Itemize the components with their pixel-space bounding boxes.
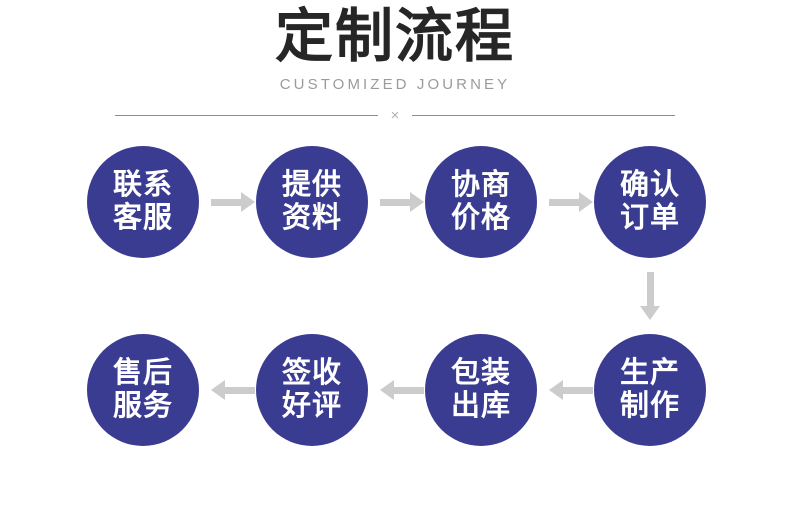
- page-subtitle: CUSTOMIZED JOURNEY: [279, 76, 511, 93]
- flow-node-label-line2: 资料: [281, 202, 342, 234]
- flow-node-label-line2: 制作: [619, 390, 680, 422]
- flow-node-label-line2: 订单: [619, 202, 680, 234]
- flow-node-contact-service[interactable]: 联系 客服: [87, 146, 199, 258]
- flow-node-negotiate-price[interactable]: 协商 价格: [425, 146, 537, 258]
- divider-cross-icon: ×: [390, 106, 400, 124]
- flow-node-provide-materials[interactable]: 提供 资料: [256, 146, 368, 258]
- divider-line-left: [115, 114, 378, 116]
- arrow-head: [380, 380, 394, 400]
- flow-node-packaging-shipping[interactable]: 包装 出库: [425, 334, 537, 446]
- header: 定制流程 CUSTOMIZED JOURNEY: [0, 0, 790, 96]
- arrow-head: [579, 192, 593, 212]
- flow-node-after-sales-service[interactable]: 售后 服务: [87, 334, 199, 446]
- flow-node-confirm-order[interactable]: 确认 订单: [594, 146, 706, 258]
- flow-node-label-line2: 客服: [112, 202, 173, 234]
- page-title: 定制流程: [274, 4, 515, 69]
- flow-node-label-line1: 协商: [450, 169, 511, 201]
- arrow-shaft: [211, 198, 241, 206]
- arrow-head: [211, 380, 225, 400]
- flow-node-label-line1: 联系: [112, 169, 173, 201]
- flow-node-production[interactable]: 生产 制作: [594, 334, 706, 446]
- arrow-left-icon-2: [380, 380, 424, 400]
- arrow-right-icon-3: [549, 192, 593, 212]
- flow-node-label-line1: 签收: [281, 357, 342, 389]
- arrow-shaft: [646, 272, 654, 306]
- flow-node-sign-and-review[interactable]: 签收 好评: [256, 334, 368, 446]
- arrow-shaft: [380, 198, 410, 206]
- arrow-head: [640, 306, 660, 320]
- flow-node-label-line2: 出库: [450, 390, 511, 422]
- arrow-left-icon-3: [549, 380, 593, 400]
- flow-node-label-line1: 包装: [450, 357, 511, 389]
- flow-row-1: 联系 客服 提供 资料 协商 价格 确认 订单: [0, 146, 790, 258]
- arrow-right-icon-2: [380, 192, 424, 212]
- flow-node-label-line2: 好评: [281, 390, 342, 422]
- flow-node-label-line2: 价格: [450, 202, 511, 234]
- flow-node-label-line1: 生产: [619, 357, 680, 389]
- arrow-down-icon: [640, 272, 660, 320]
- arrow-head: [241, 192, 255, 212]
- arrow-shaft: [394, 386, 424, 394]
- arrow-right-icon-1: [211, 192, 255, 212]
- flow-node-label-line1: 售后: [112, 357, 173, 389]
- flow-node-label-line1: 确认: [619, 169, 680, 201]
- divider-line-right: [412, 114, 675, 116]
- arrow-shaft: [549, 198, 579, 206]
- flow-row-2: 售后 服务 签收 好评 包装 出库 生产 制作: [0, 334, 790, 446]
- divider: ×: [115, 107, 675, 123]
- arrow-head: [410, 192, 424, 212]
- arrow-head: [549, 380, 563, 400]
- flow-node-label-line1: 提供: [281, 169, 342, 201]
- flow-node-label-line2: 服务: [112, 390, 173, 422]
- arrow-shaft: [563, 386, 593, 394]
- arrow-shaft: [225, 386, 255, 394]
- arrow-left-icon-1: [211, 380, 255, 400]
